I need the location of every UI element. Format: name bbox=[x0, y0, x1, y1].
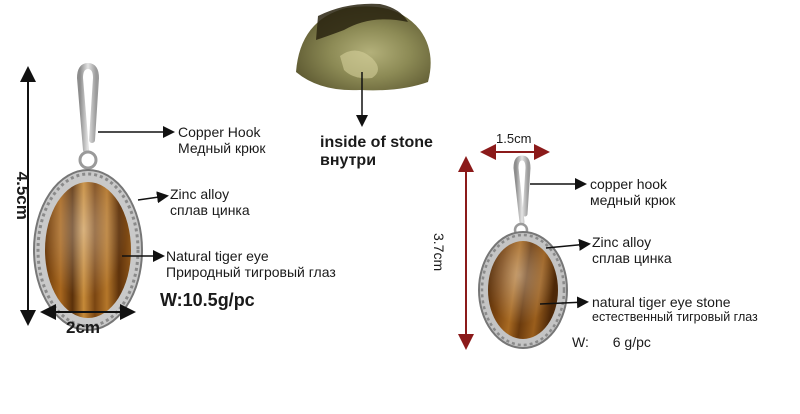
right-alloy-label-en: Zinc alloy bbox=[592, 234, 652, 250]
right-stone-label-ru: естественный тигровый глаз bbox=[592, 310, 758, 325]
left-stone-label-en: Natural tiger eye bbox=[166, 248, 269, 264]
right-hook-label-ru: медный крюк bbox=[590, 192, 676, 209]
right-alloy-label: Zinc alloy сплав цинка bbox=[592, 234, 672, 266]
right-alloy-pointer bbox=[545, 238, 591, 251]
left-width-label: 2cm bbox=[66, 318, 101, 337]
inside-stone-rock bbox=[296, 3, 431, 91]
right-weight-prefix: W: bbox=[572, 334, 589, 350]
right-alloy-label-ru: сплав цинка bbox=[592, 250, 672, 267]
left-stone-label-ru: Природный тигровый глаз bbox=[166, 264, 336, 281]
left-weight-label: W:10.5g/pc bbox=[160, 290, 255, 310]
inside-stone-label: inside of stone внутри bbox=[320, 134, 433, 171]
left-earring-hook bbox=[76, 62, 100, 170]
right-weight-value: 6 g/pc bbox=[612, 334, 651, 350]
left-height-label: 4.5cm bbox=[12, 171, 32, 220]
left-hook-label-ru: Медный крюк bbox=[178, 140, 266, 157]
right-stone-label: natural tiger eye stone естественный тиг… bbox=[592, 294, 758, 324]
left-alloy-pointer bbox=[137, 191, 169, 204]
right-stone-pointer bbox=[539, 296, 589, 309]
left-hook-label: Copper Hook Медный крюк bbox=[178, 124, 266, 156]
inside-stone-label-en: inside of stone bbox=[320, 134, 433, 151]
right-earring-pendant bbox=[478, 231, 568, 349]
right-earring-hook bbox=[513, 155, 531, 238]
left-hook-label-en: Copper Hook bbox=[178, 124, 261, 140]
left-alloy-label-en: Zinc alloy bbox=[170, 186, 230, 202]
left-alloy-label-ru: сплав цинка bbox=[170, 202, 250, 219]
left-earring-pendant bbox=[33, 169, 143, 331]
right-weight-label: W: 6 g/pc bbox=[572, 334, 651, 350]
inside-stone-label-ru: внутри bbox=[320, 152, 377, 170]
right-hook-label-en: copper hook bbox=[590, 176, 668, 192]
right-hook-label: copper hook медный крюк bbox=[590, 176, 675, 208]
right-width-label: 1.5cm bbox=[496, 131, 532, 146]
left-alloy-label: Zinc alloy сплав цинка bbox=[170, 186, 250, 218]
right-stone-label-en: natural tiger eye stone bbox=[592, 294, 731, 310]
right-height-label: 3.7cm bbox=[431, 232, 448, 272]
left-stone-label: Natural tiger eye Природный тигровый гла… bbox=[166, 248, 336, 280]
